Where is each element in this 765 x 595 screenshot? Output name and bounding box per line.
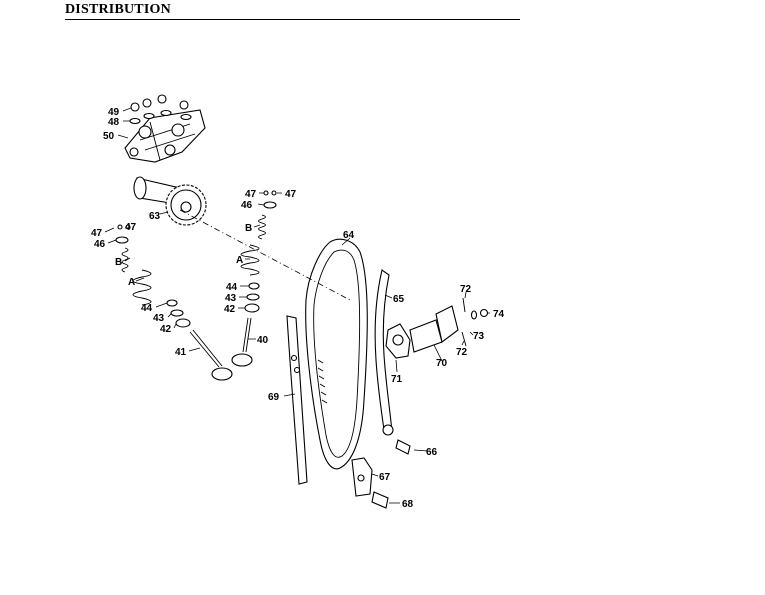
callout-63: 63 — [149, 211, 161, 222]
bracket-67 — [351, 457, 373, 497]
callout-72-top: 72 — [460, 284, 472, 295]
axis-line — [179, 209, 351, 301]
callout-65: 65 — [393, 294, 405, 305]
callout-74: 74 — [493, 309, 505, 320]
spring-a-left: A — [128, 277, 135, 288]
callout-47-left-b: 47 — [125, 222, 137, 233]
callout-71: 71 — [391, 374, 403, 385]
bolt-66 — [395, 439, 411, 455]
spring-b-right: B — [245, 223, 252, 234]
callout-72-bottom: 72 — [456, 347, 468, 358]
callout-44-right: 44 — [226, 282, 238, 293]
callout-42-left: 42 — [160, 324, 172, 335]
callout-labels: 49 48 50 63 47 47 46 B A 44 43 42 41 47 … — [91, 107, 505, 510]
callout-47-right-b: 47 — [285, 189, 297, 200]
callout-46-left: 46 — [94, 239, 106, 250]
callout-42-right: 42 — [224, 304, 236, 315]
callout-48: 48 — [108, 117, 120, 128]
callout-47-right-a: 47 — [245, 189, 257, 200]
callout-43-left: 43 — [153, 313, 165, 324]
bolt-68 — [371, 491, 389, 509]
callout-43-right: 43 — [225, 293, 237, 304]
callout-44-left: 44 — [141, 303, 153, 314]
callout-66: 66 — [426, 447, 438, 458]
callout-49: 49 — [108, 107, 120, 118]
callout-47-left-a: 47 — [91, 228, 103, 239]
chain-guide-69 — [286, 315, 308, 485]
rocker-arm-holder — [124, 109, 206, 163]
leader-lines — [104, 107, 490, 504]
title-underline — [65, 19, 520, 20]
chain-tensioner — [385, 305, 459, 359]
callout-46-right: 46 — [241, 200, 253, 211]
nuts-and-washers — [129, 94, 192, 125]
callout-50: 50 — [103, 131, 115, 142]
page-title: DISTRIBUTION — [65, 2, 171, 17]
chain-guide-65 — [374, 269, 394, 436]
right-valve-assembly — [231, 190, 277, 367]
left-valve-assembly — [115, 224, 233, 381]
camshaft-sprocket — [133, 176, 207, 226]
bolts-72-73-74 — [461, 297, 489, 347]
callout-40: 40 — [257, 335, 269, 346]
callout-69: 69 — [268, 392, 280, 403]
spring-a-right: A — [236, 255, 243, 266]
callout-64: 64 — [343, 230, 355, 241]
spring-b-left: B — [115, 257, 122, 268]
callout-67: 67 — [379, 472, 391, 483]
timing-chain — [305, 238, 368, 470]
callout-41: 41 — [175, 347, 187, 358]
callout-68: 68 — [402, 499, 414, 510]
callout-73: 73 — [473, 331, 485, 342]
callout-70: 70 — [436, 358, 448, 369]
